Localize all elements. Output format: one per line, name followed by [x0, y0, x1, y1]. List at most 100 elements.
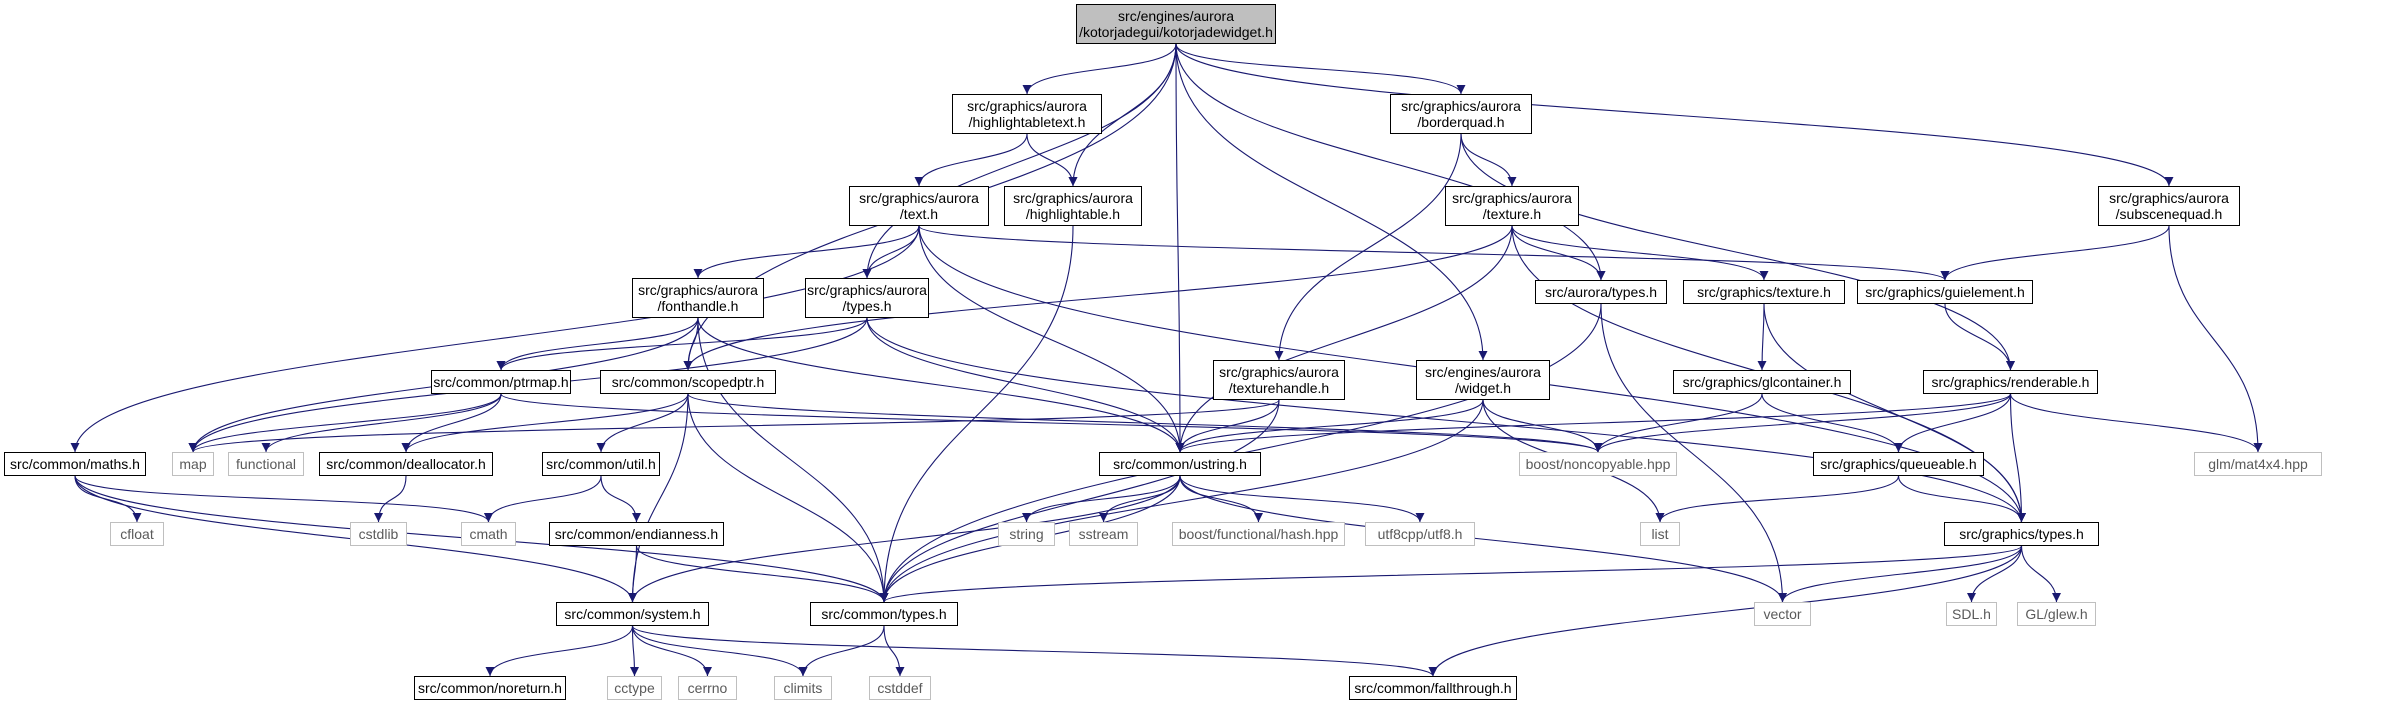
node-list: list: [1640, 522, 1680, 546]
node-noreturn[interactable]: src/common/noreturn.h: [414, 676, 566, 700]
node-ptrmap[interactable]: src/common/ptrmap.h: [431, 370, 571, 394]
node-widget[interactable]: src/engines/aurora /widget.h: [1416, 360, 1550, 400]
node-queueable[interactable]: src/graphics/queueable.h: [1813, 452, 1984, 476]
node-deallocator[interactable]: src/common/deallocator.h: [319, 452, 493, 476]
edge-queueable-to-gtypes: [1897, 475, 2026, 523]
node-label: cstddef: [877, 680, 923, 696]
node-gtypes[interactable]: src/graphics/types.h: [1944, 522, 2099, 546]
node-mat4x4: glm/mat4x4.hpp: [2194, 452, 2322, 476]
edge-borderquad-to-texturehandle: [1274, 133, 1462, 361]
node-cerrno: cerrno: [678, 676, 737, 700]
node-label: src/aurora/types.h: [1544, 284, 1658, 300]
edge-root-to-gtypes_a: [862, 43, 1177, 279]
edge-queueable-to-list: [1655, 475, 1900, 523]
node-highlightable[interactable]: src/graphics/aurora /highlightable.h: [1004, 186, 1142, 226]
node-label: src/graphics/aurora /types.h: [807, 282, 927, 314]
edge-fonthandle-to-ctypes: [697, 317, 889, 603]
edge-ptrmap-to-map: [188, 393, 502, 453]
node-sstream: sstream: [1069, 522, 1138, 546]
node-borderquad[interactable]: src/graphics/aurora /borderquad.h: [1390, 94, 1532, 134]
node-maths[interactable]: src/common/maths.h: [4, 452, 146, 476]
edge-system-to-noreturn: [485, 625, 634, 677]
node-label: src/common/types.h: [821, 606, 947, 622]
edge-renderable-to-gtypes: [2009, 393, 2026, 523]
node-label: src/graphics/aurora /fonthandle.h: [638, 282, 758, 314]
node-cctype: cctype: [607, 676, 662, 700]
node-label: cmath: [469, 526, 508, 542]
node-renderable[interactable]: src/graphics/renderable.h: [1923, 370, 2098, 394]
node-map: map: [172, 452, 214, 476]
edge-system-to-fallthrough: [631, 625, 1438, 677]
node-ctypes[interactable]: src/common/types.h: [810, 602, 958, 626]
node-label: src/graphics/aurora /subscenequad.h: [2109, 190, 2229, 222]
node-ustring[interactable]: src/common/ustring.h: [1099, 452, 1261, 476]
node-glcontainer[interactable]: src/graphics/glcontainer.h: [1673, 370, 1851, 394]
edge-text-to-guielement: [918, 225, 1950, 281]
edge-gtexture-to-glcontainer: [1757, 303, 1767, 371]
edge-texturehandle-to-ustring: [1175, 399, 1280, 453]
node-label: src/graphics/aurora /highlightable.h: [1013, 190, 1133, 222]
edge-scopedptr-to-noncopyable: [687, 393, 1603, 453]
node-system[interactable]: src/common/system.h: [556, 602, 709, 626]
node-label: utf8cpp/utf8.h: [1377, 526, 1463, 542]
edge-scopedptr-to-deallocator: [401, 393, 689, 453]
edge-ctypes-to-cstddef: [883, 625, 905, 677]
edge-borderquad-to-renderable: [1460, 133, 2015, 371]
edge-glcontainer-to-noncopyable: [1593, 393, 1763, 453]
node-label: map: [179, 456, 207, 472]
node-guielement[interactable]: src/graphics/guielement.h: [1857, 280, 2033, 304]
node-utf8: utf8cpp/utf8.h: [1365, 522, 1475, 546]
node-label: boost/functional/hash.hpp: [1178, 526, 1339, 542]
node-label: src/common/system.h: [564, 606, 701, 622]
node-gtexture[interactable]: src/graphics/texture.h: [1683, 280, 1845, 304]
node-label: src/engines/aurora /widget.h: [1425, 364, 1541, 396]
node-hash: boost/functional/hash.hpp: [1172, 522, 1345, 546]
edge-fonthandle-to-ptrmap: [496, 317, 699, 371]
node-label: src/graphics/glcontainer.h: [1682, 374, 1842, 390]
node-highlightabletext[interactable]: src/graphics/aurora /highlightabletext.h: [952, 94, 1102, 134]
edge-highlightabletext-to-text: [914, 133, 1028, 187]
edge-widget-to-ctypes: [879, 399, 1484, 603]
edge-system-to-cerrno: [631, 625, 712, 677]
node-fonthandle[interactable]: src/graphics/aurora /fonthandle.h: [632, 278, 764, 318]
edge-texture_a-to-scopedptr: [683, 225, 1513, 371]
edge-subscenequad-to-mat4x4: [2168, 225, 2263, 453]
node-label: functional: [236, 456, 296, 472]
node-texturehandle[interactable]: src/graphics/aurora /texturehandle.h: [1213, 360, 1345, 400]
edge-maths-to-cmath: [74, 475, 493, 523]
edge-text-to-maths: [70, 225, 920, 453]
edge-text-to-fonthandle: [693, 225, 920, 279]
node-text[interactable]: src/graphics/aurora /text.h: [849, 186, 989, 226]
node-util[interactable]: src/common/util.h: [542, 452, 660, 476]
node-scopedptr[interactable]: src/common/scopedptr.h: [600, 370, 776, 394]
node-texture_a[interactable]: src/graphics/aurora /texture.h: [1445, 186, 1579, 226]
edge-gtypes-to-glew: [2020, 545, 2061, 603]
edge-guielement-to-renderable: [1944, 303, 2015, 371]
node-root[interactable]: src/engines/aurora /kotorjadegui/kotorja…: [1076, 4, 1276, 44]
node-subscenequad[interactable]: src/graphics/aurora /subscenequad.h: [2098, 186, 2240, 226]
edge-texturehandle-to-map: [188, 399, 1280, 453]
node-cfloat: cfloat: [110, 522, 164, 546]
node-label: cctype: [614, 680, 655, 696]
edge-gtypes-to-fallthrough: [1428, 545, 2023, 677]
node-gtypes_a[interactable]: src/graphics/aurora /types.h: [805, 278, 929, 318]
node-fallthrough[interactable]: src/common/fallthrough.h: [1349, 676, 1517, 700]
edge-text-to-gtypes_a: [862, 225, 920, 279]
node-label: sstream: [1078, 526, 1129, 542]
node-label: boost/noncopyable.hpp: [1525, 456, 1671, 472]
node-label: src/graphics/renderable.h: [1931, 374, 2090, 390]
node-label: src/common/util.h: [546, 456, 656, 472]
edge-gtexture-to-gtypes: [1763, 303, 2026, 523]
node-label: src/common/fallthrough.h: [1354, 680, 1512, 696]
node-endianness[interactable]: src/common/endianness.h: [549, 522, 724, 546]
edge-borderquad-to-texture_a: [1460, 133, 1517, 187]
node-label: climits: [783, 680, 823, 696]
edge-highlightable-to-ctypes: [879, 225, 1074, 603]
node-label: src/common/maths.h: [10, 456, 140, 472]
node-climits: climits: [774, 676, 832, 700]
edge-renderable-to-queueable: [1894, 393, 2012, 453]
node-label: glm/mat4x4.hpp: [2208, 456, 2308, 472]
node-auroratypes[interactable]: src/aurora/types.h: [1535, 280, 1667, 304]
node-glew: GL/glew.h: [2017, 602, 2096, 626]
edge-renderable-to-noncopyable: [1593, 393, 2012, 453]
